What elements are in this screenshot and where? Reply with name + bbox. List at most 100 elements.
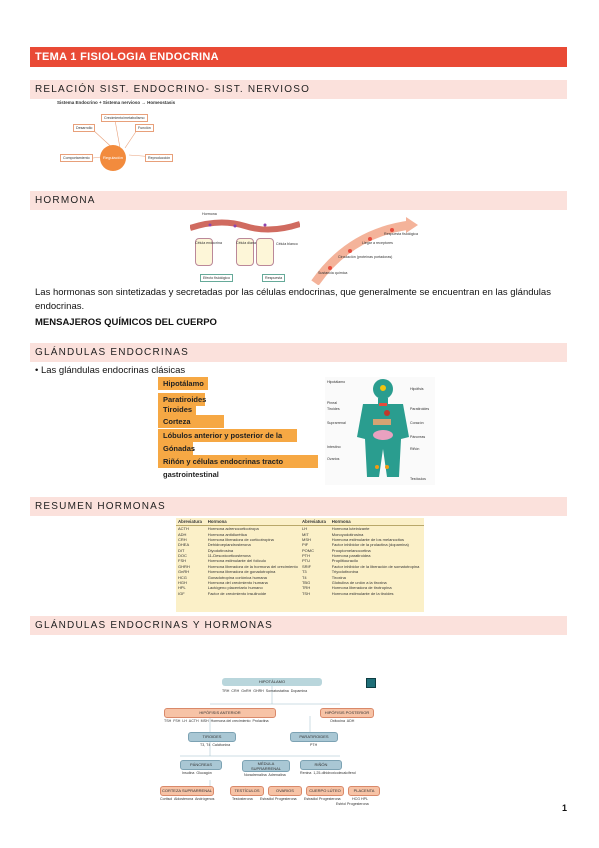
table-cell: ADH [178,531,187,537]
table-cell: Hormona estimulante del folículo [207,558,267,564]
regulation-diagram: Sistema Endocrino + Sistema nervioso → H… [55,100,205,175]
chemical-messengers-heading: MENSAJEROS QUÍMICOS DEL CUERPO [35,317,217,328]
table-cell: Hormona liberadora de tirotropina [331,585,392,591]
paratiroides-hormones: PTH [310,743,318,747]
table-cell: PIF [301,542,309,548]
bullet-text: Las glándulas endocrinas clásicas [40,365,186,376]
blood-vessel-icon [190,219,300,233]
node-desarrollo: Desarrollo [73,124,96,132]
table-row: HGH Hormona del crecimiento humana TBG Glob… [176,580,424,585]
table-cell: LH [301,526,308,532]
table-cell: Triyodotironina [331,569,359,575]
table-cell: Dehidroepiandrosterona [207,542,251,548]
body-label-pancreas: Páncreas [410,435,426,439]
table-cell: HCG [178,574,187,580]
box-tiroides: TIROIDES [188,732,236,742]
table-cell: Monoyodotirosina [331,531,364,537]
node-reproduccion: Reproducción [145,154,174,162]
gland-tiroides: Tiroides [158,403,196,416]
gland-paratiroides: Paratiroides [158,393,206,406]
body-label-pineal: Pineal [327,401,337,405]
table-cell: Hormona adrenocorticotropa [207,526,259,532]
table-cell: IGF [178,590,185,596]
box-hipotalamo: HIPOTÁLAMO [222,678,322,686]
hipofisis-post-hormones: Oxitocina ADH [330,719,355,723]
table-header: Hormona [329,518,424,526]
table-cell: Factor inhibidor de la liberación de som… [331,563,420,569]
table-cell: Globulina de unión a la tiroxina [331,579,387,585]
box-rinon: RIÑÓN [300,760,342,770]
hormone-cell-figure: Hormona Célula endocrina Célula diana Cé… [190,212,300,284]
table-cell: Hormona liberadora de la hormona del cre… [207,563,298,569]
table-cell: CRH [178,536,187,542]
table-cell: T4 [301,574,307,580]
table-cell: Hormona del crecimiento humana [207,579,268,585]
table-cell: HPL [178,585,186,591]
table-cell: T3 [301,569,307,575]
tiroides-hormones: T3, T4 Calcitonina [200,743,231,747]
table-cell: DHEA [178,542,190,548]
section-header-glandulas-hormonas: GLÁNDULAS ENDOCRINAS Y HORMONAS [30,616,567,635]
hormona-label: Hormona [202,212,217,216]
table-cell: TBG [301,579,311,585]
bullet-item: • Las glándulas endocrinas clásicas [35,365,185,376]
box-placenta: PLACENTA [348,786,380,796]
regulation-center: Regulación [100,145,126,171]
table-cell: HGH [178,579,187,585]
hierarchy-lines [180,684,340,786]
table-cell: Hormona liberadora de corticotropina [207,536,274,542]
body-label-ovarios: Ovarios [327,457,340,461]
table-cell: GHRH [178,563,190,569]
table-cell: PTU [301,558,310,564]
human-body-icon [357,379,409,477]
table-cell: PTH [301,553,310,559]
body-label-testiculos: Testículos [410,477,426,481]
table-cell: Hormona liberadora de gonadotropina [207,569,276,575]
body-label-suprarrenal: Suprarrenal [327,421,346,425]
pathway-arrow-icon [311,217,418,285]
table-cell: MSH [301,536,311,542]
table-cell: Hormona antidiurética [207,531,247,537]
table-cell: MIT [301,531,309,537]
box-testiculos: TESTÍCULOS [230,786,264,796]
ovarios-hormones: Estradiol Progesterona [260,797,297,801]
body-label-tiroides: Tiroides [327,407,340,411]
box-corteza: CORTEZA SUPRARRENAL [160,786,214,796]
table-cell: Lactógeno placentario humano [207,585,263,591]
table-cell: DOC [178,553,187,559]
gland-hormone-hierarchy: HIPOTÁLAMO TRH CRH GnRH GHRH Somatostati… [160,676,385,806]
hormone-pathway-figure: Sustancia química Circulación (proteínas… [310,213,420,285]
table-cell: 11-Desoxicorticosterona [207,553,251,559]
table-cell: Hormona luteinizante [331,526,370,532]
gland-rinon: Riñón y células endocrinas tracto gastro… [158,455,318,479]
box-medula: MÉDULA SUPRARRENAL [242,760,290,772]
page-number: 1 [561,803,567,813]
table-cell: Tiroxina [331,574,346,580]
cell-label-blanco: Célula blanco [276,242,298,246]
node-crecimiento: Crecimiento/metabolismo [101,114,148,122]
placenta-hormones: HCG HPL [352,797,368,801]
blank-cell-icon [256,238,274,266]
table-cell: POMC [301,547,314,553]
table-cell: Diyodotirosina [207,547,234,553]
body-label-hipofisis: Hipófisis [410,387,424,391]
table-row: ADH Hormona antidiurética MIT Monoyodotiros… [176,531,424,537]
medula-hormones: Noradrenalina Adrenalina [244,773,286,777]
gland-hipotalamo: Hipotálamo [158,377,208,390]
step-respuesta: Respuesta fisiológica [384,232,418,236]
step-circulacion: Circulación (proteínas portadoras) [338,255,393,259]
table-cell: Propiltiouracilo [331,558,358,564]
body-label-intestino: Intestino [327,445,341,449]
gland-gonadas: Gónadas [158,442,195,455]
step-receptores: Llegar a receptores [362,241,393,245]
corteza-hormones: Cortisol Aldosterona Andrógenos [160,797,215,801]
table-header: Abreviatura [299,518,330,526]
section-header-relacion: RELACIÓN SIST. ENDOCRINO- SIST. NERVIOSO [30,80,567,99]
body-label-rinon: Riñón [410,447,420,451]
